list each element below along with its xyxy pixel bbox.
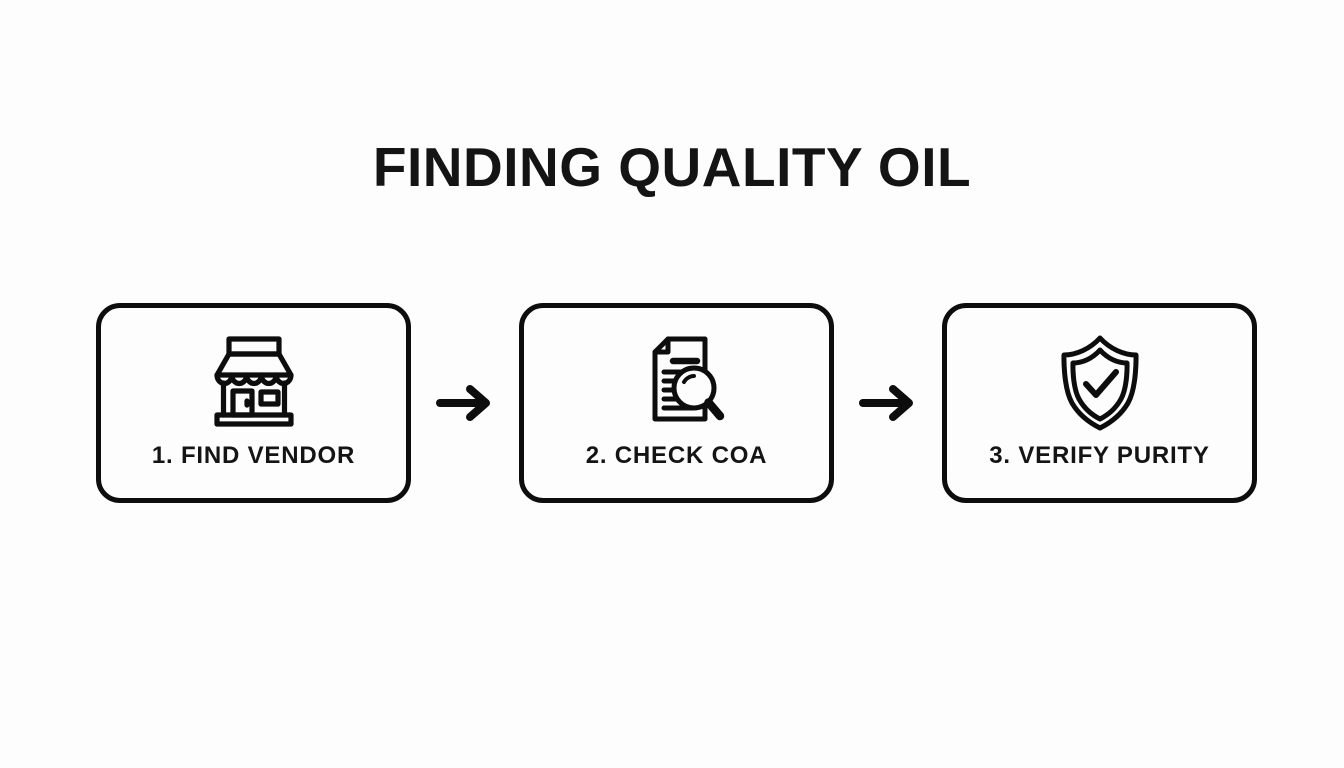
shield-check-icon <box>1048 330 1152 434</box>
document-magnifier-icon <box>625 330 729 434</box>
step-card-label: 2. CHECK COA <box>585 442 768 469</box>
step-card-label: 3. VERIFY PURITY <box>989 442 1210 469</box>
arrow-right-icon <box>857 379 919 427</box>
step-card-verify-purity[interactable]: 3. VERIFY PURITY <box>942 303 1257 503</box>
storefront-icon <box>202 330 306 434</box>
step-card-label: 1. FIND VENDOR <box>151 442 356 469</box>
step-card-find-vendor[interactable]: 1. FIND VENDOR <box>96 303 411 503</box>
process-flow: 1. FIND VENDOR <box>96 303 1257 503</box>
page-title: FINDING QUALITY OIL <box>372 136 972 198</box>
arrow-right-icon <box>434 379 496 427</box>
step-card-check-coa[interactable]: 2. CHECK COA <box>519 303 834 503</box>
